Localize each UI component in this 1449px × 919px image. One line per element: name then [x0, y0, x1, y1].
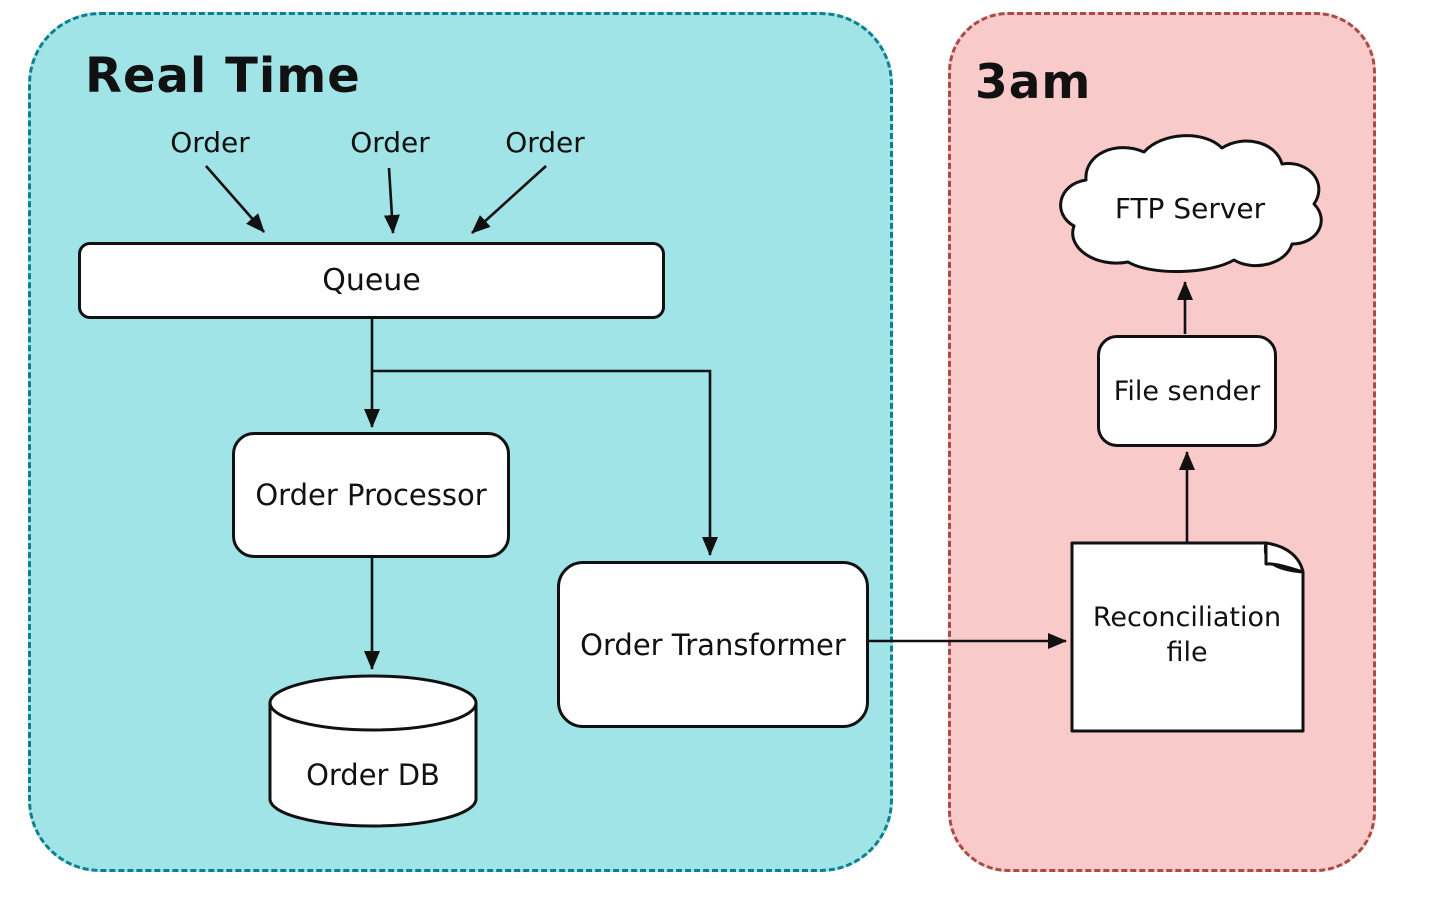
queue-node-label: Queue	[322, 263, 421, 298]
order-transformer-node: Order Transformer	[557, 561, 869, 728]
order-source-label-1: Order	[170, 126, 250, 159]
reconciliation-file-label: Reconciliation file	[1092, 602, 1282, 669]
order-transformer-node-label: Order Transformer	[580, 627, 846, 662]
region-3am-title: 3am	[975, 55, 1092, 110]
ftp-server-label: FTP Server	[1114, 192, 1266, 225]
file-sender-node: File sender	[1097, 335, 1277, 447]
order-db-label: Order DB	[306, 758, 440, 792]
order-processor-node: Order Processor	[232, 432, 510, 558]
order-source-label-2: Order	[350, 126, 430, 159]
file-sender-node-label: File sender	[1113, 375, 1261, 407]
order-source-label-3: Order	[505, 126, 585, 159]
queue-node: Queue	[78, 242, 665, 319]
region-realtime-title: Real Time	[85, 48, 361, 104]
order-processor-node-label: Order Processor	[255, 478, 487, 512]
